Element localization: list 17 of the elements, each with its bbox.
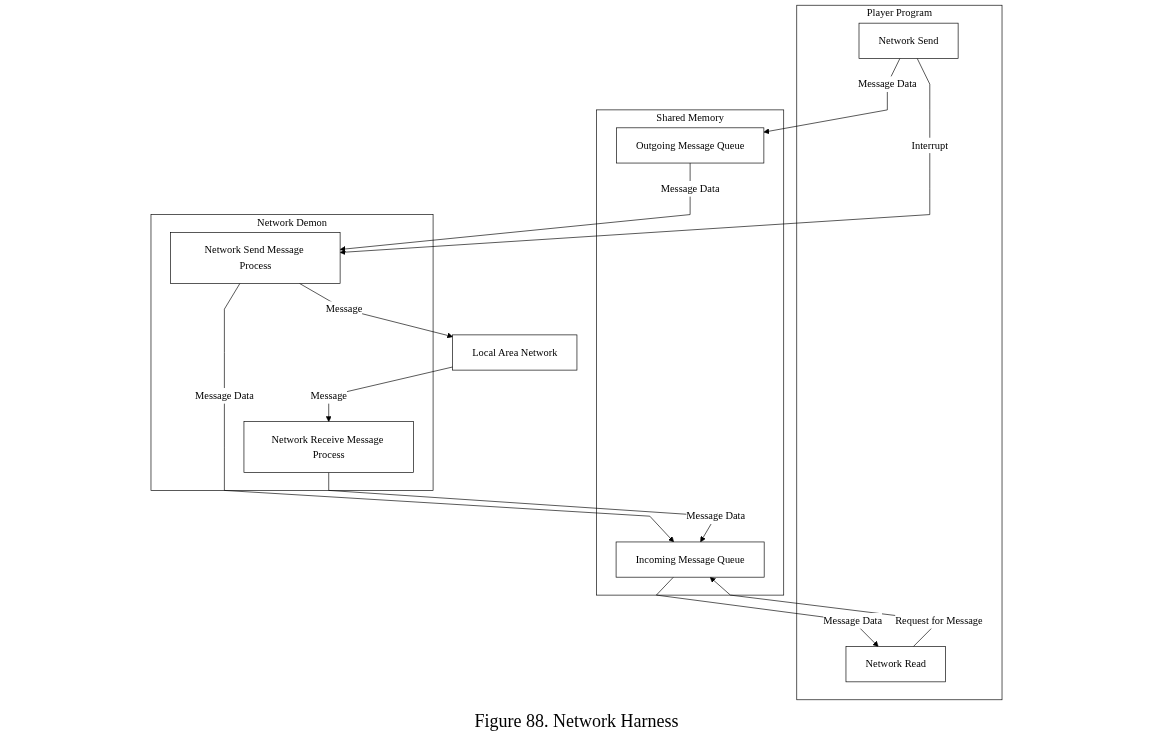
- edge-label: Message Data: [823, 615, 883, 627]
- figure-caption: Figure 88. Network Harness: [474, 710, 679, 733]
- node-box: Network Receive Message Process: [243, 421, 414, 473]
- edge-label: Message: [310, 390, 347, 402]
- node-box: Network Read: [845, 646, 946, 683]
- node-box: Network Send: [858, 22, 959, 59]
- edge-label: Message Data: [194, 390, 254, 402]
- node-box: Local Area Network: [452, 334, 578, 371]
- node-box: Network Send Message Process: [170, 232, 341, 284]
- edge-label: Interrupt: [911, 139, 949, 151]
- edge-label: Message: [325, 303, 363, 315]
- node-box: Incoming Message Queue: [615, 541, 765, 578]
- edge-label: Message Data: [857, 78, 917, 90]
- edge-label: Message Data: [660, 182, 720, 195]
- edge-label: Request for Message: [895, 615, 983, 627]
- node-box: Outgoing Message Queue: [616, 127, 765, 164]
- edge-label: Message Data: [686, 510, 746, 522]
